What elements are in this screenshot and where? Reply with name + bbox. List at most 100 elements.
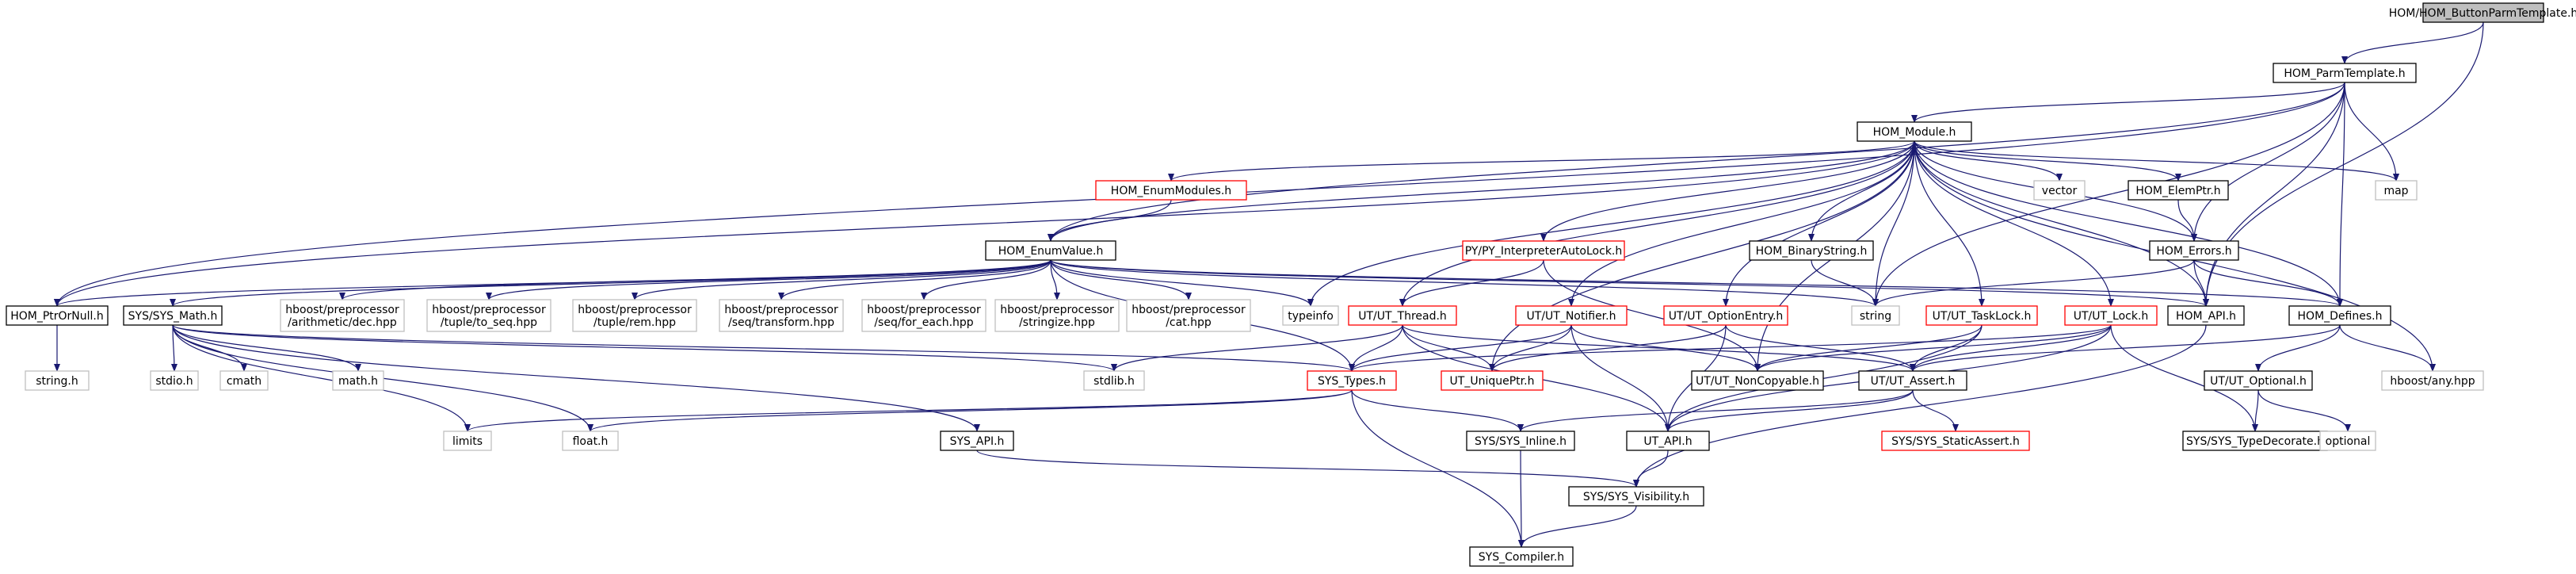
node-homapi[interactable]: HOM_API.h [2167, 305, 2245, 326]
node-anyhpp[interactable]: hboost/any.hpp [2381, 370, 2484, 391]
node-float_h[interactable]: float.h [562, 430, 619, 451]
edge-enumvalue-to-homapi [1050, 259, 2209, 307]
edge-utassert-to-utapi [1665, 389, 1914, 432]
node-utlock[interactable]: UT/UT_Lock.h [2064, 305, 2158, 326]
node-label: UT/UT_TaskLock.h [1933, 310, 2032, 323]
node-sysmath[interactable]: SYS/SYS_Math.h [123, 305, 223, 326]
node-utthread[interactable]: UT/UT_Thread.h [1348, 305, 1457, 326]
node-stdlib[interactable]: stdlib.h [1083, 370, 1145, 391]
node-box [1282, 305, 1339, 326]
edge-utlock-to-noncopyable [1754, 324, 2112, 372]
node-stringize[interactable]: hboost/preprocessor/stringize.hpp [994, 299, 1120, 332]
node-cat[interactable]: hboost/preprocessor/cat.hpp [1126, 299, 1251, 332]
node-arith[interactable]: hboost/preprocessor/arithmetic/dec.hpp [280, 299, 405, 332]
node-label: hboost/preprocessor [1132, 304, 1246, 316]
edge-sysmath-to-math_h [172, 324, 361, 372]
node-box [1462, 240, 1625, 261]
node-box [1469, 546, 1574, 567]
node-box [2422, 2, 2544, 23]
node-sysapi[interactable]: SYS_API.h [940, 430, 1014, 451]
node-module[interactable]: HOM_Module.h [1857, 121, 1972, 142]
edge-sysmath-to-systypes [172, 324, 1355, 372]
edge-sysmath-to-stdlib [172, 324, 1117, 372]
edge-uttasklock-to-noncopyable [1754, 324, 1983, 372]
node-systypes[interactable]: SYS_Types.h [1307, 370, 1397, 391]
edge-utoption-to-uniqueptr [1489, 324, 1727, 372]
node-pyauto[interactable]: PY/PY_InterpreterAutoLock.h [1462, 240, 1625, 261]
node-math_h[interactable]: math.h [332, 370, 384, 391]
edge-enumvalue-to-string [1050, 259, 1879, 307]
node-visibility[interactable]: SYS/SYS_Visibility.h [1568, 486, 1704, 507]
node-label: map [2383, 185, 2408, 197]
node-staticassert[interactable]: SYS/SYS_StaticAssert.h [1881, 430, 2030, 451]
edge-homapi-to-visibility [1633, 324, 2207, 488]
edges [54, 21, 2484, 548]
node-homdefines[interactable]: HOM_Defines.h [2288, 305, 2391, 326]
edge-enumvalue-to-arith [339, 259, 1051, 300]
node-label: /tuple/to_seq.hpp [441, 316, 537, 329]
node-typeinfo[interactable]: typeinfo [1282, 305, 1339, 326]
edge-parmtemplate-to-enumvalue [1048, 82, 2345, 242]
node-noncopyable[interactable]: UT/UT_NonCopyable.h [1691, 370, 1824, 391]
edge-utassert-to-sysinline [1517, 389, 1914, 432]
node-compiler[interactable]: SYS_Compiler.h [1469, 546, 1574, 567]
node-sysinline[interactable]: SYS/SYS_Inline.h [1466, 430, 1575, 451]
node-label: SYS/SYS_TypeDecorate.h [2186, 435, 2324, 448]
node-utapi[interactable]: UT_API.h [1626, 430, 1710, 451]
node-uttasklock[interactable]: UT/UT_TaskLock.h [1925, 305, 2038, 326]
node-elemptr[interactable]: HOM_ElemPtr.h [2128, 180, 2229, 201]
node-label: HOM_PtrOrNull.h [10, 310, 104, 323]
edge-enumvalue-to-typeinfo [1050, 259, 1314, 307]
node-toseq[interactable]: hboost/preprocessor/tuple/to_seq.hpp [426, 299, 551, 332]
node-label: SYS_Compiler.h [1479, 551, 1564, 564]
node-cmath[interactable]: cmath [219, 370, 269, 391]
node-label: HOM_Module.h [1873, 126, 1956, 139]
node-ptrornull[interactable]: HOM_PtrOrNull.h [6, 305, 109, 326]
node-enummodules[interactable]: HOM_EnumModules.h [1095, 180, 1247, 201]
node-utoption[interactable]: UT/UT_OptionEntry.h [1663, 305, 1788, 326]
node-tuplerem[interactable]: hboost/preprocessor/tuple/rem.hpp [572, 299, 697, 332]
node-utoptional[interactable]: UT/UT_Optional.h [2204, 370, 2313, 391]
edge-utnotifier-to-uniqueptr [1489, 324, 1572, 372]
edge-enumvalue-to-cat [1050, 259, 1192, 300]
node-enumvalue[interactable]: HOM_EnumValue.h [985, 240, 1116, 261]
node-uniqueptr[interactable]: UT_UniquePtr.h [1441, 370, 1544, 391]
node-stdio[interactable]: stdio.h [150, 370, 199, 391]
node-label: UT_API.h [1643, 435, 1692, 448]
node-root[interactable]: HOM/HOM_ButtonParmTemplate.h [2389, 2, 2576, 23]
node-map[interactable]: map [2375, 180, 2418, 201]
edge-enummodules-to-enumvalue [1048, 199, 1172, 242]
edge-enumvalue-to-seqforeach [921, 259, 1051, 300]
edge-homdefines-to-utoptional [2255, 324, 2341, 372]
edge-systypes-to-limits [464, 389, 1353, 432]
node-box [2375, 180, 2418, 201]
node-label: UT/UT_OptionEntry.h [1669, 310, 1784, 323]
node-string[interactable]: string [1851, 305, 1900, 326]
node-errors[interactable]: HOM_Errors.h [2149, 240, 2239, 261]
node-box [1095, 180, 1247, 201]
node-binarystring[interactable]: HOM_BinaryString.h [1749, 240, 1874, 261]
node-utnotifier[interactable]: UT/UT_Notifier.h [1515, 305, 1628, 326]
node-box [219, 370, 269, 391]
node-label: cmath [227, 375, 261, 388]
node-vector[interactable]: vector [2033, 180, 2086, 201]
node-string_h[interactable]: string.h [25, 370, 90, 391]
node-optional[interactable]: optional [2319, 430, 2376, 451]
node-seqforeach[interactable]: hboost/preprocessor/seq/for_each.hpp [861, 299, 987, 332]
edge-parmtemplate-to-map [2344, 82, 2399, 182]
node-label: /arithmetic/dec.hpp [288, 316, 397, 329]
node-label: SYS_Types.h [1318, 375, 1386, 388]
edge-enumvalue-to-seqtransform [778, 259, 1051, 300]
node-seqtransform[interactable]: hboost/preprocessor/seq/transform.hpp [719, 299, 844, 332]
node-utassert[interactable]: UT/UT_Assert.h [1858, 370, 1967, 391]
node-limits[interactable]: limits [443, 430, 492, 451]
node-label: SYS/SYS_Math.h [128, 310, 218, 323]
node-label: /tuple/rem.hpp [593, 316, 676, 329]
edge-utlock-to-utassert [1910, 324, 2112, 372]
node-parmtemplate[interactable]: HOM_ParmTemplate.h [2273, 63, 2417, 83]
node-box [1568, 486, 1704, 507]
edge-pyauto-to-utthread [1399, 259, 1544, 307]
edge-module-to-vector [1914, 140, 2063, 182]
node-typedecorate[interactable]: SYS/SYS_TypeDecorate.h [2182, 430, 2328, 451]
edge-module-to-uniqueptr [1489, 140, 1915, 372]
